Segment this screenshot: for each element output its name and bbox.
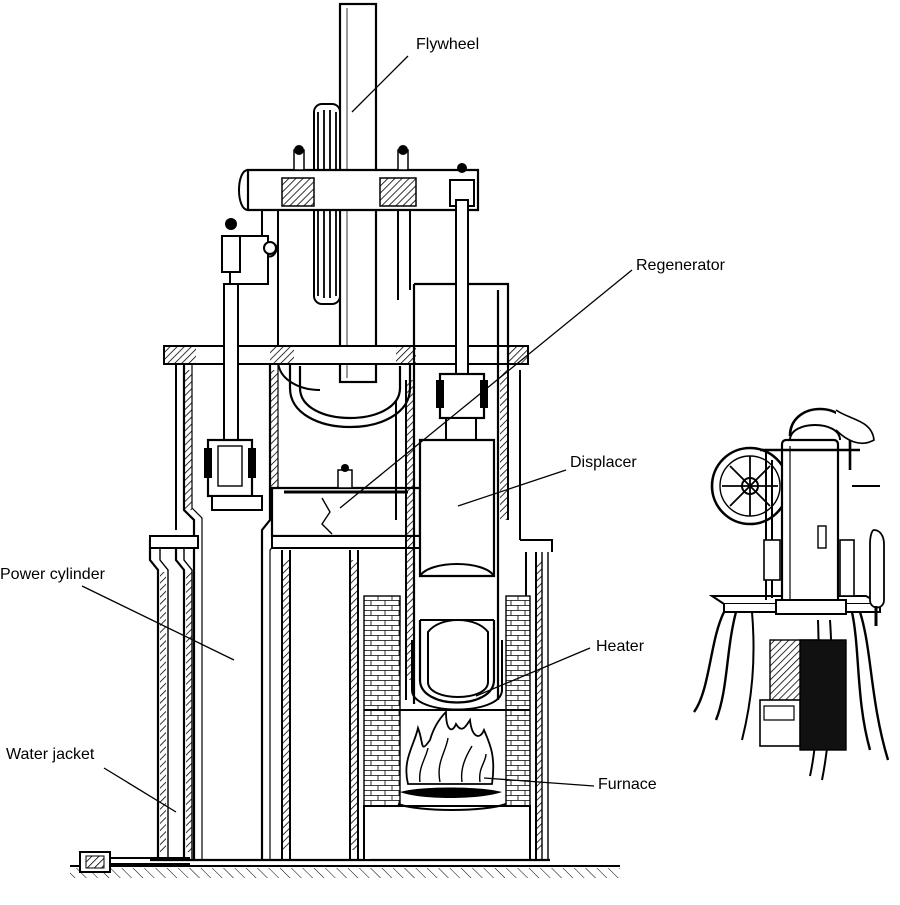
power-cylinder xyxy=(175,283,279,860)
leader-displacer xyxy=(457,469,567,507)
label-water-jacket: Water jacket xyxy=(6,746,95,763)
label-furnace: Furnace xyxy=(598,776,657,793)
ground-base xyxy=(70,851,620,878)
label-displacer: Displacer xyxy=(570,454,637,471)
small-engine-illustration xyxy=(693,407,890,781)
top-frame xyxy=(221,145,480,391)
label-regenerator: Regenerator xyxy=(636,257,725,274)
label-power-cylinder: Power cylinder xyxy=(0,566,105,583)
label-flywheel: Flywheel xyxy=(416,36,480,53)
water-jacket xyxy=(148,535,370,862)
leader-heater xyxy=(475,647,591,697)
label-heater: Heater xyxy=(596,638,645,655)
center-casting xyxy=(270,464,422,549)
leader-flywheel xyxy=(351,55,409,113)
leader-regenerator xyxy=(339,269,633,509)
mid-flange xyxy=(163,345,529,365)
furnace-brickwork xyxy=(363,595,550,862)
leader-lines xyxy=(81,55,633,813)
furnace-fire xyxy=(400,709,502,798)
displacer-cylinder xyxy=(395,199,521,711)
leader-water-jacket xyxy=(103,767,177,813)
leader-furnace xyxy=(483,777,595,787)
leader-power-cylinder xyxy=(81,585,235,661)
